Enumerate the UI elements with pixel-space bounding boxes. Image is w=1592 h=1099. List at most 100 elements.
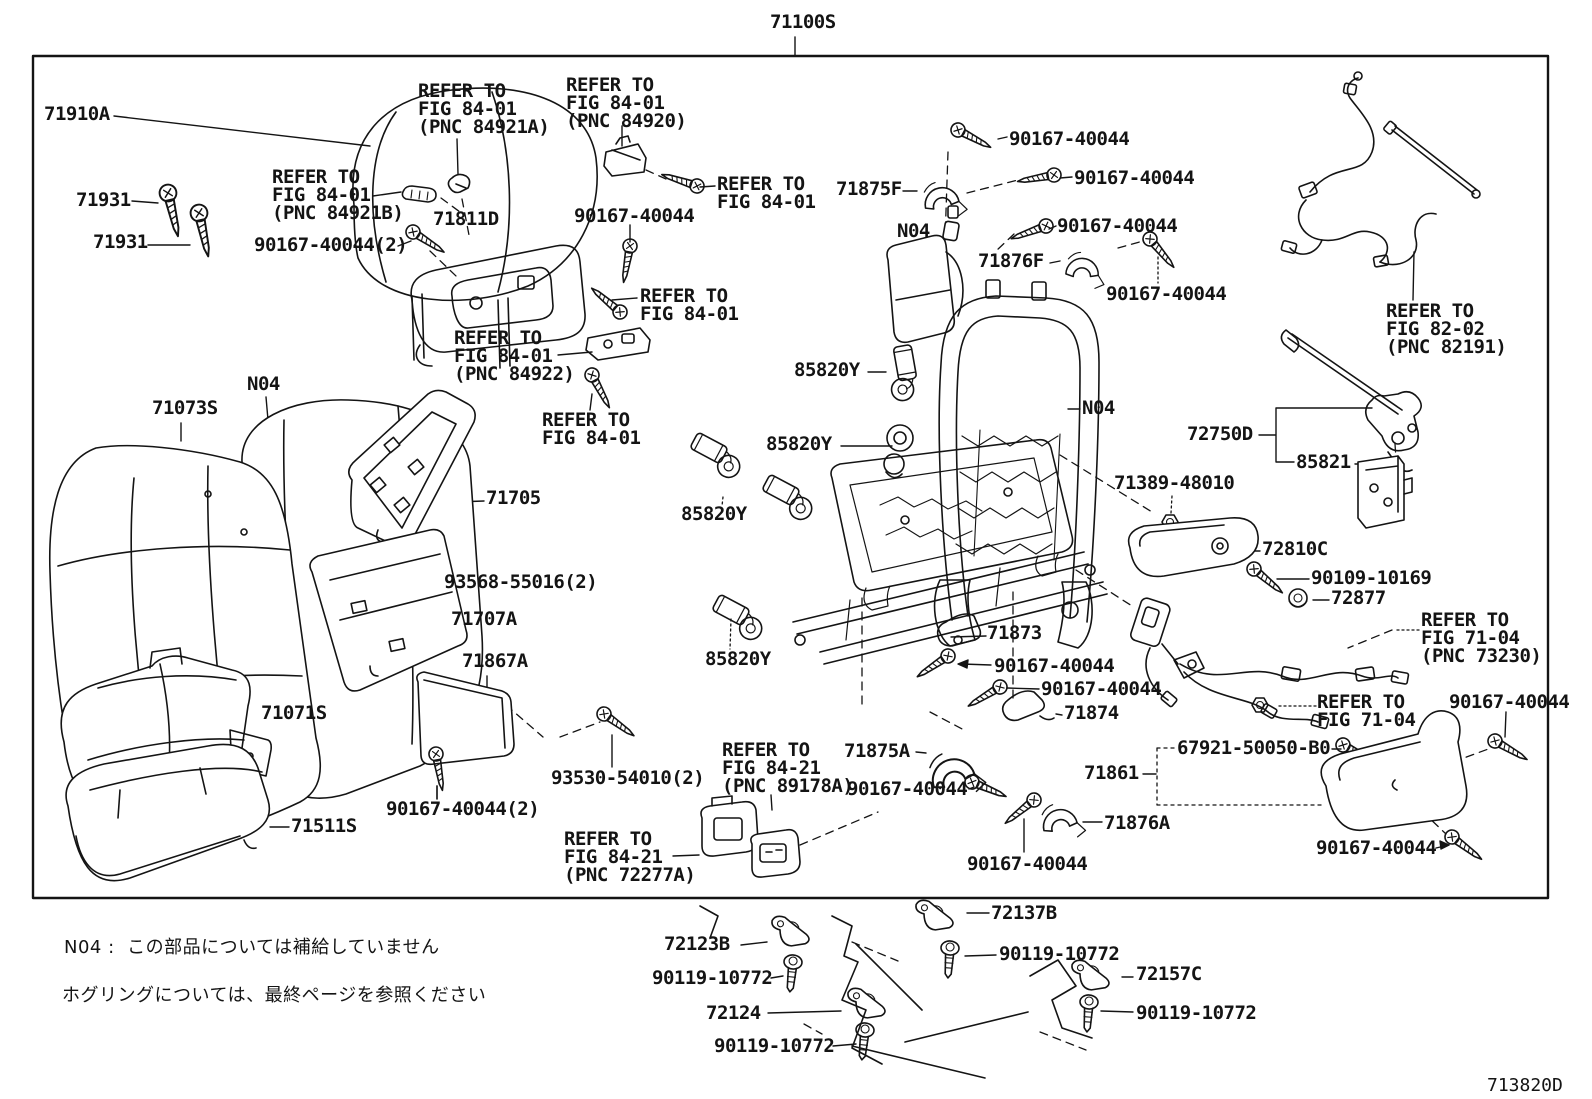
part-label-71876a: 71876A bbox=[1104, 812, 1170, 834]
part-label-ref-8421-b: REFER TO FIG 84-21 (PNC 72277A) bbox=[564, 828, 696, 886]
bracket-71861-dotted bbox=[1156, 747, 1326, 806]
floor-pan-drawing bbox=[699, 905, 1093, 1079]
footnote-2: ホグリングについては、最終ページを参照ください bbox=[62, 985, 487, 1006]
motor-85820y-a-gears bbox=[883, 424, 914, 479]
lumbar-bag-drawing bbox=[886, 205, 964, 344]
part-label-ref-7104-p: REFER TO FIG 71-04 (PNC 73230) bbox=[1421, 609, 1542, 667]
part-label-72123b: 72123B bbox=[664, 933, 730, 955]
part-label-72877: 72877 bbox=[1331, 587, 1386, 609]
doc-number: 713820D bbox=[1487, 1075, 1563, 1096]
motor-85820y-b bbox=[684, 431, 747, 483]
headrest-drawing bbox=[352, 87, 598, 369]
part-label-ref-8401-l: REFER TO FIG 84-01 bbox=[542, 409, 641, 449]
part-label-n04-top: N04 bbox=[897, 220, 930, 242]
part-label-71874: 71874 bbox=[1064, 702, 1119, 724]
bracket-71873-drawing bbox=[936, 613, 982, 647]
part-label-ref-8421-a: REFER TO FIG 84-21 (PNC 89178A) bbox=[722, 739, 854, 797]
cushion-pad-drawing bbox=[65, 743, 271, 882]
part-label-ref-7104: REFER TO FIG 71-04 bbox=[1317, 691, 1416, 731]
part-label-72137b: 72137B bbox=[991, 902, 1057, 924]
part-label-90167-g: 90167-40044 bbox=[1041, 678, 1162, 700]
trim-71867a-drawing bbox=[416, 671, 515, 766]
motor-85820y-c bbox=[756, 473, 819, 525]
part-label-ref-84921b: REFER TO FIG 84-01 (PNC 84921B) bbox=[272, 166, 404, 224]
part-label-71931-2: 71931 bbox=[93, 231, 148, 253]
part-label-71705: 71705 bbox=[486, 487, 541, 509]
part-label-90119-a: 90119-10772 bbox=[652, 967, 773, 989]
part-label-85820y-3: 85820Y bbox=[681, 503, 747, 525]
part-label-71875f: 71875F bbox=[836, 178, 902, 200]
grommet-72877 bbox=[1288, 588, 1308, 608]
part-label-90167-e: 90167-40044 bbox=[1106, 283, 1227, 305]
part-label-71389: 71389-48010 bbox=[1114, 472, 1235, 494]
part-label-90167-2b: 90167-40044(2) bbox=[386, 798, 540, 820]
part-label-93568: 93568-55016(2) bbox=[444, 571, 598, 593]
part-label-ref-8401-m: REFER TO FIG 84-01 bbox=[640, 285, 739, 325]
part-label-90167-i: 90167-40044 bbox=[967, 853, 1088, 875]
part-label-72157c: 72157C bbox=[1136, 963, 1202, 985]
part-label-67921: 67921-50050-B0 bbox=[1177, 737, 1331, 759]
lower-board-71707a-drawing bbox=[309, 528, 468, 692]
footnote-1: N04 : この部品については補給していません bbox=[64, 937, 440, 958]
figure-code-title: 71100S bbox=[770, 11, 836, 33]
part-label-71873: 71873 bbox=[987, 622, 1042, 644]
clip-72123b bbox=[770, 913, 811, 949]
part-label-71931-1: 71931 bbox=[76, 189, 131, 211]
saddle-71875f bbox=[921, 177, 969, 221]
part-label-90167-k: 90167-40044 bbox=[1449, 691, 1570, 713]
part-label-90109: 90109-10169 bbox=[1311, 567, 1432, 589]
part-label-n04-left: N04 bbox=[247, 373, 280, 395]
part-label-90119-d: 90119-10772 bbox=[1136, 1002, 1257, 1024]
cushion-frame-drawing bbox=[792, 438, 1108, 665]
part-label-90167-2a: 90167-40044(2) bbox=[254, 234, 408, 256]
part-label-90119-b: 90119-10772 bbox=[999, 943, 1120, 965]
clip-84921a-drawing bbox=[447, 173, 471, 194]
actuator-72750d-drawing bbox=[1280, 329, 1422, 473]
part-label-85821: 85821 bbox=[1296, 451, 1351, 473]
part-label-71875a: 71875A bbox=[844, 740, 910, 762]
harness-8202-drawing bbox=[1280, 71, 1481, 268]
part-label-85820y-2: 85820Y bbox=[766, 433, 832, 455]
switch-84920-drawing bbox=[603, 135, 647, 177]
switch-84922-drawing bbox=[585, 327, 651, 361]
part-label-ref-8401-t: REFER TO FIG 84-01 bbox=[717, 173, 816, 213]
clip-72137b bbox=[914, 897, 955, 933]
part-label-71073s: 71073S bbox=[152, 397, 218, 419]
part-label-71910a: 71910A bbox=[44, 103, 110, 125]
buckle-wiring-drawing bbox=[1130, 597, 1410, 730]
dotted-leaders bbox=[721, 256, 1420, 707]
part-label-90119-c: 90119-10772 bbox=[714, 1035, 835, 1057]
saddle-71876a bbox=[1038, 799, 1088, 844]
part-label-72124: 72124 bbox=[706, 1002, 761, 1024]
part-label-90167-j: 90167-40044 bbox=[1316, 837, 1437, 859]
part-label-71867a: 71867A bbox=[462, 650, 528, 672]
part-label-ref-8202: REFER TO FIG 82-02 (PNC 82191) bbox=[1386, 300, 1507, 358]
motor-85820y-d bbox=[706, 593, 769, 645]
armrest-drawing bbox=[1127, 517, 1259, 578]
knob-84921b-drawing bbox=[401, 185, 437, 203]
part-label-85820y-4: 85820Y bbox=[705, 648, 771, 670]
part-label-ref-84922: REFER TO FIG 84-01 (PNC 84922) bbox=[454, 327, 575, 385]
part-label-71811d: 71811D bbox=[433, 208, 499, 230]
saddle-71876f bbox=[1063, 250, 1108, 291]
clip-72124 bbox=[846, 985, 887, 1021]
bracket-71874-drawing bbox=[1001, 690, 1055, 722]
part-label-72750d: 72750D bbox=[1187, 423, 1253, 445]
part-label-71876f: 71876F bbox=[978, 250, 1044, 272]
part-label-n04-right: N04 bbox=[1082, 397, 1115, 419]
part-label-90167-c: 90167-40044 bbox=[1074, 167, 1195, 189]
side-shield-71811d-drawing bbox=[410, 244, 586, 367]
part-label-90167-h: 90167-40044 bbox=[847, 778, 968, 800]
part-label-90167-f: 90167-40044 bbox=[994, 655, 1115, 677]
part-label-71707a: 71707A bbox=[451, 608, 517, 630]
part-label-ref-84921a: REFER TO FIG 84-01 (PNC 84921A) bbox=[418, 80, 550, 138]
part-label-90167-d: 90167-40044 bbox=[1057, 215, 1178, 237]
part-label-71071s: 71071S bbox=[261, 702, 327, 724]
part-label-71511s: 71511S bbox=[291, 815, 357, 837]
part-label-85820y-1: 85820Y bbox=[794, 359, 860, 381]
diagram-border bbox=[31, 54, 1550, 900]
recliner-cover-drawing bbox=[1320, 710, 1468, 831]
connectors-8421-drawing bbox=[700, 795, 801, 878]
